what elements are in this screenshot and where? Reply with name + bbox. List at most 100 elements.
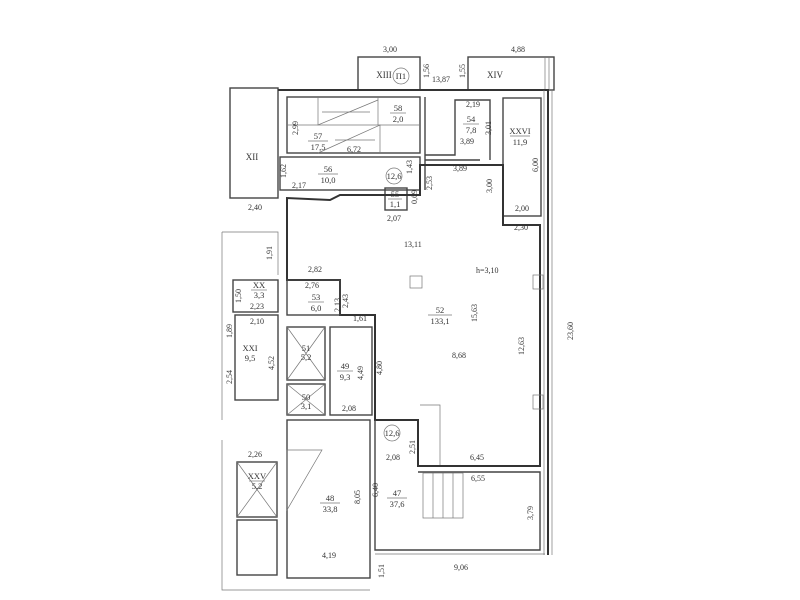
room-label-text: 17,5 xyxy=(311,142,326,152)
dimension-label: 6,00 xyxy=(531,158,540,172)
dimension-label: 12,63 xyxy=(517,337,526,355)
dimension-label: 2,08 xyxy=(342,404,356,413)
dimension-label: 1,51 xyxy=(377,564,386,578)
dimension-label: 8,05 xyxy=(353,490,362,504)
dimension-label: 9,06 xyxy=(454,563,468,572)
room-XX-outline xyxy=(232,279,279,313)
dimension-label: 6,40 xyxy=(371,483,380,497)
dimension-label: 3,01 xyxy=(484,121,493,135)
dimension-label: 2,10 xyxy=(250,317,264,326)
dimension-label: 2,53 xyxy=(425,176,434,190)
dimension-label: 4,19 xyxy=(322,551,336,560)
dimension-label: 2,51 xyxy=(408,440,417,454)
room-label-text: XXVI xyxy=(509,126,530,136)
room-51: 515,2 xyxy=(301,343,312,362)
dimension-label: 3,79 xyxy=(526,506,535,520)
dimension-label: 2,19 xyxy=(466,100,480,109)
room-58: 582,0 xyxy=(390,103,406,124)
room-XIII-label: XIII xyxy=(376,70,392,80)
room-label-text: 133,1 xyxy=(430,316,449,326)
marker-p1: П1 xyxy=(396,71,406,81)
room-label-text: 1,1 xyxy=(390,199,401,209)
dimension-label: 1,89 xyxy=(225,324,234,338)
dimension-label: 2,00 xyxy=(515,204,529,213)
room-49: 499,3 xyxy=(337,361,353,382)
room-label-text: 58 xyxy=(394,103,403,113)
room-XIV-label: XIV xyxy=(487,70,503,80)
dimension-label: 4,88 xyxy=(511,45,525,54)
dimension-label: 1,61 xyxy=(353,314,367,323)
room-label-text: 52 xyxy=(436,305,445,315)
room-label-text: XXI xyxy=(242,343,257,353)
stairs-icon xyxy=(317,97,381,154)
dimension-label: 2,82 xyxy=(308,265,322,274)
room-label-text: 3,3 xyxy=(254,290,265,300)
room-label-text: 50 xyxy=(302,392,311,402)
dimension-label: 0,69 xyxy=(410,190,419,204)
dimension-label: 8,68 xyxy=(452,351,466,360)
room-XII-outline xyxy=(229,87,279,199)
dimension-label: 6,72 xyxy=(347,145,361,154)
room-label-text: 53 xyxy=(312,292,321,302)
dimension-label: 1,91 xyxy=(265,246,274,260)
dimension-label: 15,63 xyxy=(470,304,479,322)
dimension-label: 1,43 xyxy=(405,160,414,174)
room-XX: XX3,3 xyxy=(251,280,267,300)
dimension-label: 3,00 xyxy=(383,45,397,54)
dimension-label: 6,55 xyxy=(471,474,485,483)
dimension-label: 13,87 xyxy=(432,75,450,84)
dimension-label: 13,11 xyxy=(404,240,422,249)
room-XXI-outline xyxy=(234,314,279,401)
room-label-text: 57 xyxy=(314,131,323,141)
dimension-label: 4,52 xyxy=(267,356,276,370)
marker-ceiling-2: 12,6 xyxy=(385,428,400,438)
dimension-label: 2,43 xyxy=(341,294,350,308)
room-label-text: 9,3 xyxy=(340,372,351,382)
room-label-text: 51 xyxy=(302,343,311,353)
dimension-label: 3,89 xyxy=(460,137,474,146)
room-54: 547,8 xyxy=(463,114,479,135)
dimension-label: 6,45 xyxy=(470,453,484,462)
room-label-text: 54 xyxy=(467,114,476,124)
dimension-label: 1,50 xyxy=(234,289,243,303)
room-label-text: 7,8 xyxy=(466,125,477,135)
room-XXV-outline xyxy=(236,461,278,518)
room-label-text: 9,5 xyxy=(245,353,256,363)
dimension-label: 2,99 xyxy=(291,121,300,135)
column-icon xyxy=(409,275,423,289)
stairs-icon xyxy=(422,472,464,519)
room-label-text: XX xyxy=(253,280,265,290)
dimension-label: 4,80 xyxy=(375,361,384,375)
dimension-label: 2,23 xyxy=(250,302,264,311)
dimension-label: 1,62 xyxy=(279,164,288,178)
dimension-label: 3,89 xyxy=(453,164,467,173)
dimension-label: 4,49 xyxy=(356,366,365,380)
room-label-text: 2,0 xyxy=(393,114,404,124)
room-label-text: 5,2 xyxy=(301,352,312,362)
room-53: 536,0 xyxy=(308,292,324,313)
dimension-labels: 3,00 4,88 1,56 13,87 1,55 2,19 2,99 6,72… xyxy=(225,45,575,578)
room-XIV-outline xyxy=(467,56,555,91)
dimension-label: 2,17 xyxy=(292,181,306,190)
room-label-text: 37,6 xyxy=(390,499,405,509)
dimension-label: 2,07 xyxy=(387,214,401,223)
dimension-label: 23,60 xyxy=(566,322,575,340)
dimension-label: 2,40 xyxy=(248,203,262,212)
room-label-text: 55 xyxy=(391,189,400,199)
room-label-text: 48 xyxy=(326,493,335,503)
marker-ceiling-1: 12,6 xyxy=(387,171,402,181)
dimension-label: 2,26 xyxy=(248,450,262,459)
room-XXVI-outline xyxy=(502,97,542,217)
walls xyxy=(221,56,555,591)
room-label-text: XXV xyxy=(248,471,267,481)
dimension-label: 2,54 xyxy=(225,370,234,384)
